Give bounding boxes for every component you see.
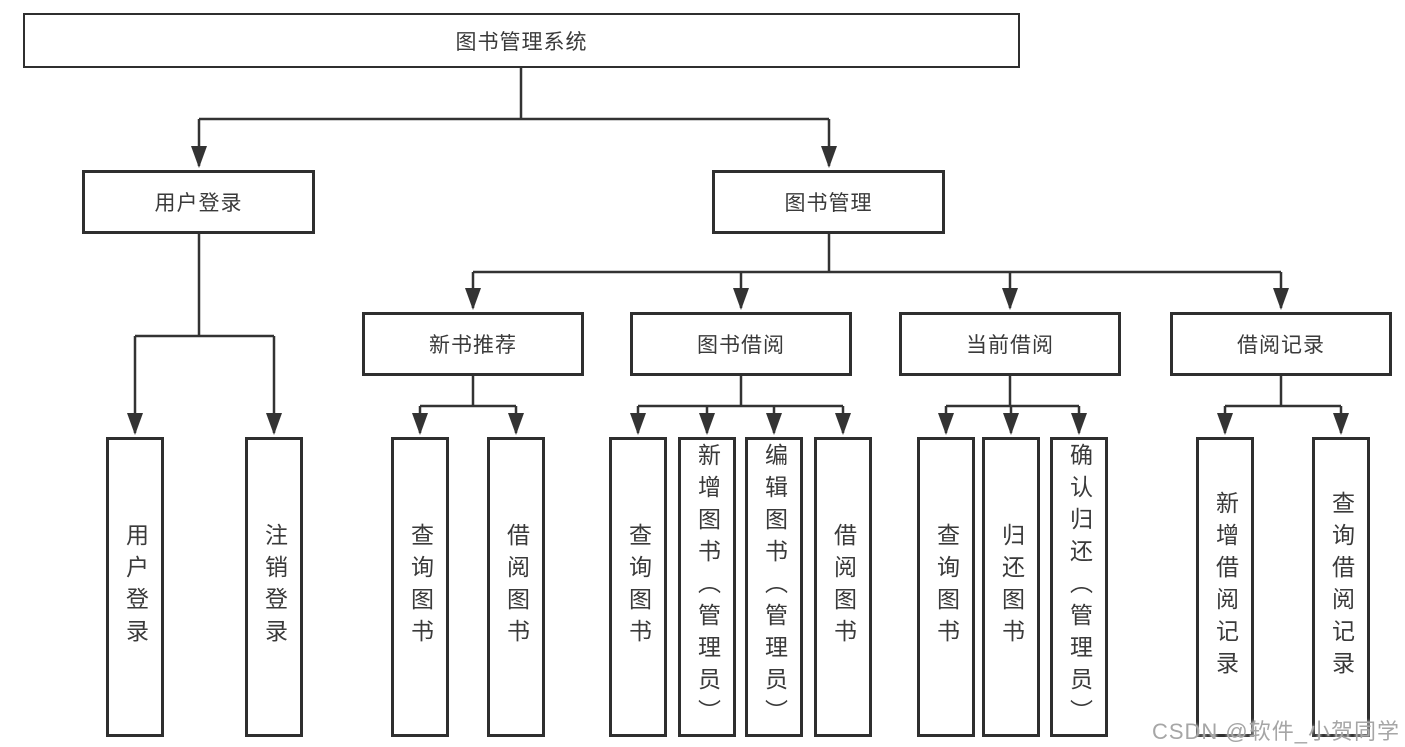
arrowhead-icon <box>508 413 524 435</box>
node-current-borrow: 当前借阅 <box>899 312 1121 376</box>
arrowhead-icon <box>266 413 282 435</box>
arrowhead-icon <box>699 413 715 435</box>
leaf-return-book: 归还图书 <box>982 437 1040 737</box>
arrowhead-icon <box>191 146 207 168</box>
leaf-borrow-books-2: 借阅图书 <box>814 437 872 737</box>
arrowhead-icon <box>1003 413 1019 435</box>
leaf-user-login: 用户登录 <box>106 437 164 737</box>
connector-new-book-split <box>418 376 518 433</box>
leaf-query-books-1: 查询图书 <box>391 437 449 737</box>
node-root: 图书管理系统 <box>23 13 1020 68</box>
arrowhead-icon <box>835 413 851 435</box>
node-book-management: 图书管理 <box>712 170 945 234</box>
arrowhead-icon <box>766 413 782 435</box>
arrowhead-icon <box>465 288 481 310</box>
arrowhead-icon <box>1071 413 1087 435</box>
watermark: CSDN @软件_小贺同学 <box>1151 719 1400 744</box>
leaf-edit-book-admin: 编辑图书（管理员） <box>745 437 803 737</box>
node-user-login: 用户登录 <box>82 170 315 234</box>
leaf-logout: 注销登录 <box>245 437 303 737</box>
arrowheads <box>127 146 1349 435</box>
arrowhead-icon <box>938 413 954 435</box>
arrowhead-icon <box>733 288 749 310</box>
arrowhead-icon <box>1217 413 1233 435</box>
leaf-query-books-2: 查询图书 <box>609 437 667 737</box>
connector-borrow-record-split <box>1223 376 1343 433</box>
arrowhead-icon <box>821 146 837 168</box>
connector-book-borrow-split <box>636 376 845 433</box>
arrowhead-icon <box>1333 413 1349 435</box>
leaf-confirm-return-admin: 确认归还（管理员） <box>1050 437 1108 737</box>
arrowhead-icon <box>630 413 646 435</box>
leaf-query-borrow-record: 查询借阅记录 <box>1312 437 1370 737</box>
leaf-add-book-admin: 新增图书（管理员） <box>678 437 736 737</box>
connector-user-login-split <box>133 234 276 433</box>
node-new-book-recommend: 新书推荐 <box>362 312 584 376</box>
arrowhead-icon <box>1002 288 1018 310</box>
connector-book-management-split <box>471 234 1283 308</box>
node-borrow-records: 借阅记录 <box>1170 312 1392 376</box>
leaf-add-borrow-record: 新增借阅记录 <box>1196 437 1254 737</box>
arrowhead-icon <box>1273 288 1289 310</box>
leaf-borrow-books-1: 借阅图书 <box>487 437 545 737</box>
leaf-query-books-3: 查询图书 <box>917 437 975 737</box>
node-book-borrow: 图书借阅 <box>630 312 852 376</box>
arrowhead-icon <box>127 413 143 435</box>
connector-root-split <box>197 68 831 166</box>
arrowhead-icon <box>412 413 428 435</box>
